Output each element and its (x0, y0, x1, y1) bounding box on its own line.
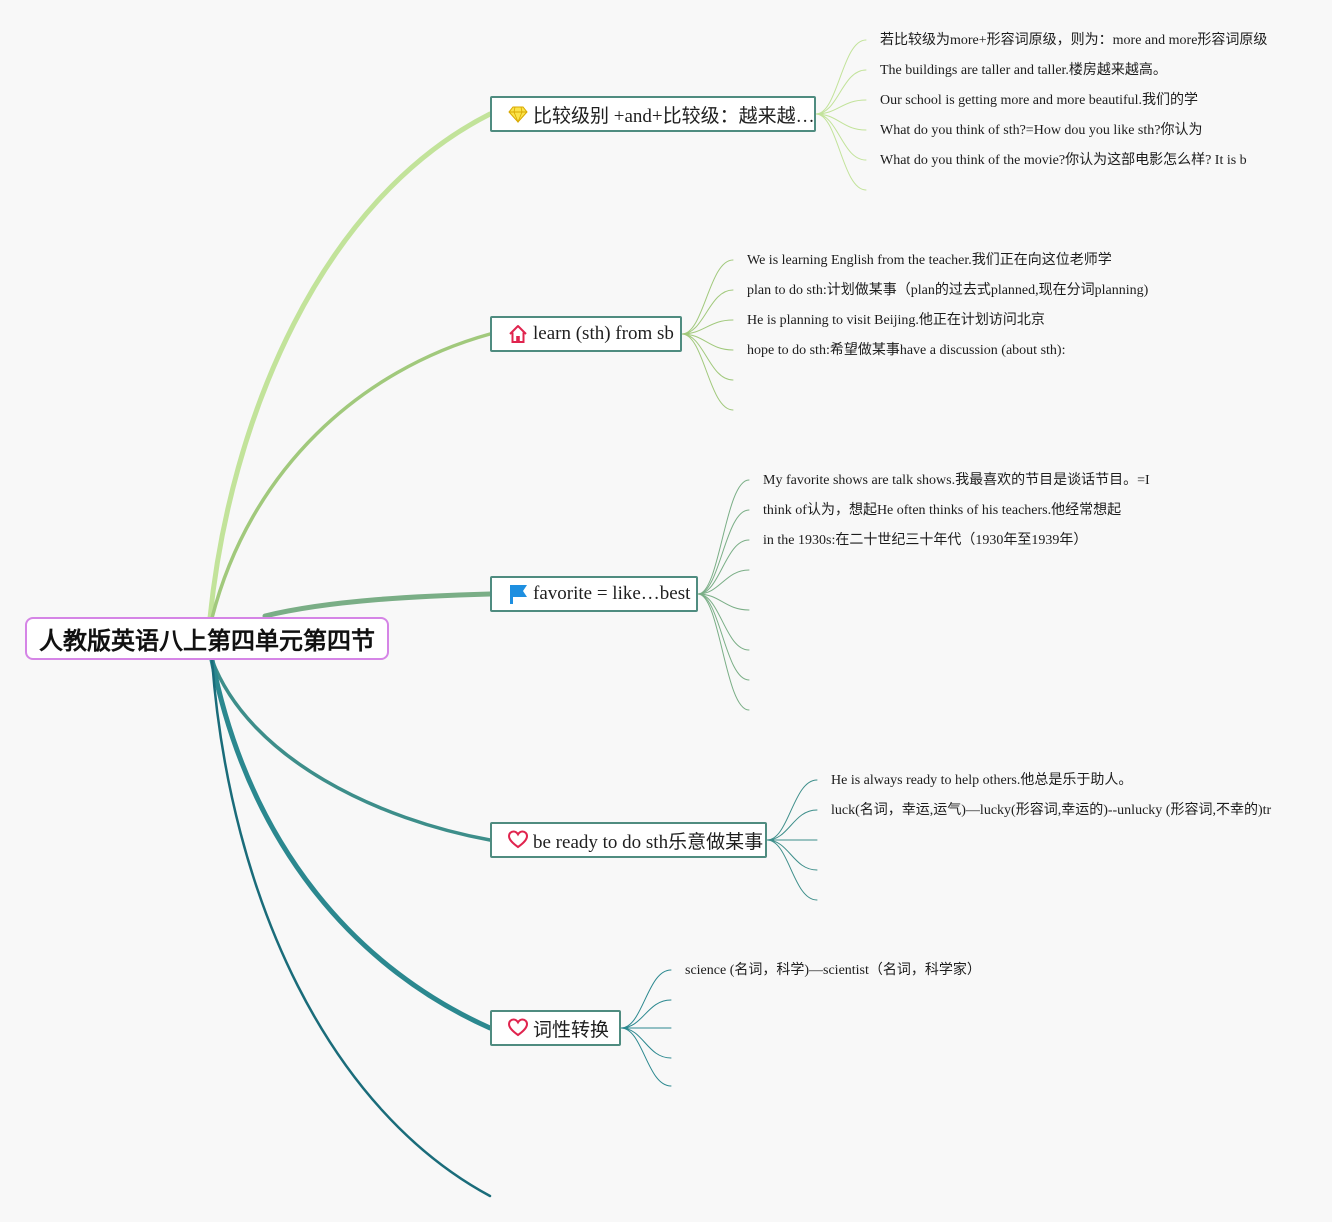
main-link (210, 332, 492, 620)
branch-label: 比较级别 +and+比较级：越来越… (533, 105, 815, 127)
leaf-link (681, 333, 734, 411)
leaf-link (697, 569, 750, 595)
leaf-link (697, 593, 750, 681)
leaf-link (620, 1027, 672, 1087)
branch-learn-from[interactable]: learn (sth) from sb (490, 316, 682, 352)
flag-icon (508, 584, 528, 604)
leaf-link (766, 809, 818, 841)
branch-label: favorite = like…best (533, 583, 691, 604)
leaf-item[interactable]: science (名词，科学)—scientist（名词，科学家） (685, 963, 981, 978)
heart-icon (508, 1018, 528, 1038)
leaf-link (815, 39, 867, 115)
main-link (209, 657, 493, 1031)
main-link (207, 111, 493, 621)
leaf-item[interactable]: What do you think of the movie?你认为这部电影怎么… (880, 153, 1247, 168)
leaf-item[interactable]: think of认为，想起He often thinks of his teac… (763, 503, 1122, 518)
leaf-item[interactable]: 若比较级为more+形容词原级，则为：more and more形容词原级 (880, 33, 1268, 48)
leaf-link (815, 113, 867, 161)
main-link (210, 658, 492, 1198)
root-topic[interactable]: 人教版英语八上第四单元第四节 (25, 617, 389, 660)
leaf-item[interactable]: He is always ready to help others.他总是乐于助… (831, 773, 1133, 788)
leaf-item[interactable]: plan to do sth:计划做某事（plan的过去式planned,现在分… (747, 283, 1149, 298)
leaf-item[interactable]: He is planning to visit Beijing.他正在计划访问北… (747, 313, 1045, 328)
leaf-link (697, 593, 750, 651)
branch-word-forms[interactable]: 词性转换 (490, 1010, 621, 1046)
leaf-link (681, 319, 734, 335)
leaf-item[interactable]: We is learning English from the teacher.… (747, 253, 1112, 268)
main-link (210, 658, 492, 842)
leaf-item[interactable]: hope to do sth:希望做某事have a discussion (a… (747, 343, 1066, 358)
leaf-item[interactable]: Our school is getting more and more beau… (880, 93, 1199, 108)
leaf-item[interactable]: My favorite shows are talk shows.我最喜欢的节目… (763, 473, 1150, 488)
branch-be-ready[interactable]: be ready to do sth乐意做某事 (490, 822, 767, 858)
leaf-link (620, 1027, 672, 1059)
leaf-item[interactable]: luck(名词，幸运,运气)—lucky(形容词,幸运的)--unlucky (… (831, 803, 1272, 818)
leaf-item[interactable]: The buildings are taller and taller.楼房越来… (880, 63, 1167, 78)
main-link (262, 591, 493, 619)
branch-comparative[interactable]: 比较级别 +and+比较级：越来越… (490, 96, 816, 132)
leaf-link (620, 999, 672, 1029)
branch-label: 词性转换 (533, 1019, 610, 1041)
leaf-link (815, 113, 867, 191)
leaf-link (681, 333, 734, 381)
branch-label: learn (sth) from sb (533, 323, 674, 344)
leaf-link (766, 839, 818, 901)
leaf-link (697, 539, 750, 595)
diamond-icon (508, 104, 528, 124)
leaf-link (620, 969, 672, 1029)
leaf-link (697, 509, 750, 595)
home-icon (508, 324, 528, 344)
leaf-link (766, 779, 818, 841)
leaf-link (766, 839, 818, 871)
leaf-link (681, 289, 734, 335)
leaf-link (697, 593, 750, 611)
leaf-link (815, 99, 867, 115)
leaf-item[interactable]: in the 1930s:在二十世纪三十年代（1930年至1939年） (763, 533, 1088, 548)
branch-favorite[interactable]: favorite = like…best (490, 576, 698, 612)
root-topic-label: 人教版英语八上第四单元第四节 (39, 627, 375, 655)
leaf-link (697, 479, 750, 595)
branch-label: be ready to do sth乐意做某事 (533, 831, 764, 853)
heart-icon (508, 830, 528, 850)
leaf-link (697, 593, 750, 711)
leaf-link (681, 259, 734, 335)
leaf-item[interactable]: What do you think of sth?=How dou you li… (880, 123, 1203, 138)
leaf-link (815, 69, 867, 115)
